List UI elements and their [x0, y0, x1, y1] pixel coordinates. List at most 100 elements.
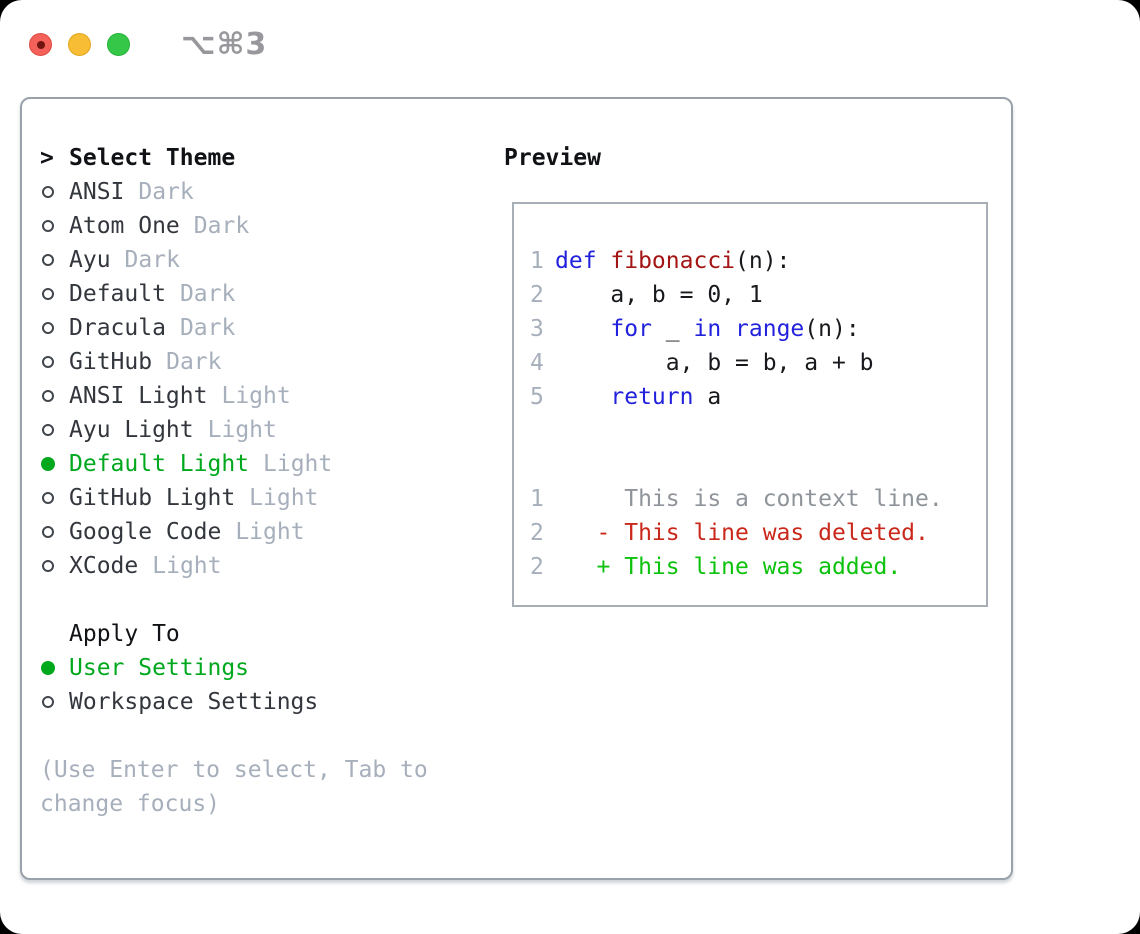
code-token: in: [693, 316, 722, 342]
radio-unselected-icon: [40, 220, 56, 232]
theme-variant-label: Light: [152, 553, 222, 579]
theme-name: ANSI: [69, 179, 125, 205]
theme-name: XCode: [69, 553, 139, 579]
spacer: [40, 583, 480, 617]
theme-variant-label: Light: [263, 451, 333, 477]
radio-unselected-icon: [40, 186, 56, 198]
code-token: [721, 312, 735, 346]
theme-name: GitHub: [69, 349, 153, 375]
radio-unselected-icon: [40, 254, 56, 266]
apply-option-user-settings[interactable]: User Settings: [40, 651, 480, 685]
window-shortcut-label: ⌥⌘3: [181, 27, 268, 62]
diff-text: + This line was added.: [555, 554, 902, 580]
radio-unselected-icon: [40, 288, 56, 300]
zoom-button[interactable]: [107, 33, 130, 56]
code-token: [555, 312, 610, 346]
theme-name: Default Light: [69, 451, 250, 477]
theme-variant-label: Dark: [138, 179, 194, 205]
apply-option-label: Workspace Settings: [69, 689, 319, 715]
theme-name: Atom One: [69, 213, 180, 239]
theme-option-default-light-light[interactable]: Default Light Light: [40, 447, 480, 481]
theme-option-ansi-light-light[interactable]: ANSI Light Light: [40, 379, 480, 413]
code-token: a: [693, 384, 722, 410]
line-number: 2: [530, 520, 544, 546]
radio-unselected-icon: [40, 390, 56, 402]
theme-name: Ayu Light: [69, 417, 194, 443]
theme-option-xcode-light[interactable]: XCode Light: [40, 549, 480, 583]
window-titlebar: ⌥⌘3: [29, 27, 267, 62]
theme-variant-label: Dark: [124, 247, 180, 273]
code-token: (n):: [804, 316, 860, 342]
theme-variant-label: Light: [221, 383, 291, 409]
theme-variant-label: Dark: [193, 213, 250, 239]
code-line: 5 return a: [530, 380, 943, 414]
code-line: 3 for _ in range(n):: [530, 312, 943, 346]
line-number: 3: [530, 316, 544, 342]
apply-to-title: Apply To: [69, 621, 180, 647]
line-number: 2: [530, 554, 544, 580]
theme-option-github-light-light[interactable]: GitHub Light Light: [40, 481, 480, 515]
diff-line-deleted: 2 - This line was deleted.: [530, 516, 943, 550]
code-token: fibonacci: [610, 248, 736, 274]
code-line: 4 a, b = b, a + b: [530, 346, 943, 380]
theme-name: GitHub Light: [69, 485, 236, 511]
close-dot-icon: [37, 41, 45, 49]
apply-option-label: User Settings: [69, 655, 250, 681]
help-text: (Use Enter to select, Tab to change focu…: [40, 757, 428, 817]
code-token: for: [610, 316, 652, 342]
radio-selected-icon: [40, 661, 56, 675]
diff-line-context: 1 This is a context line.: [530, 482, 943, 516]
radio-unselected-icon: [40, 492, 56, 504]
radio-unselected-icon: [40, 560, 56, 572]
preview-title: Preview: [504, 145, 601, 171]
radio-unselected-icon: [40, 356, 56, 368]
minimize-button[interactable]: [68, 33, 91, 56]
theme-option-dracula-dark[interactable]: Dracula Dark: [40, 311, 480, 345]
theme-variant-label: Light: [235, 519, 305, 545]
theme-name: Google Code: [69, 519, 222, 545]
theme-name: Dracula: [69, 315, 166, 341]
code-token: a, b = b, a + b: [555, 350, 874, 376]
blank-line: [530, 414, 943, 482]
code-token: range: [735, 316, 805, 342]
line-number: 1: [530, 486, 544, 512]
code-token: [555, 380, 610, 414]
theme-name: ANSI Light: [69, 383, 208, 409]
close-button[interactable]: [29, 33, 52, 56]
code-token: _: [651, 316, 694, 342]
apply-option-workspace-settings[interactable]: Workspace Settings: [40, 685, 480, 719]
theme-option-atom-one-dark[interactable]: Atom One Dark: [40, 209, 480, 243]
radio-unselected-icon: [40, 424, 56, 436]
theme-name: Default: [69, 281, 166, 307]
theme-variant-label: Dark: [179, 315, 236, 341]
code-token: a, b = 0, 1: [555, 282, 763, 308]
theme-option-ansi-dark[interactable]: ANSI Dark: [40, 175, 480, 209]
theme-variant-label: Light: [249, 485, 319, 511]
code-token: return: [610, 384, 694, 410]
line-number: 4: [530, 350, 544, 376]
theme-option-default-dark[interactable]: Default Dark: [40, 277, 480, 311]
theme-option-google-code-light[interactable]: Google Code Light: [40, 515, 480, 549]
line-number: 5: [530, 384, 544, 410]
code-token: (n):: [735, 248, 791, 274]
line-number: 1: [530, 248, 544, 274]
radio-selected-icon: [40, 457, 56, 471]
code-token: def: [555, 248, 611, 274]
spacer: [40, 719, 480, 753]
theme-option-ayu-light-light[interactable]: Ayu Light Light: [40, 413, 480, 447]
theme-variant-label: Light: [207, 417, 277, 443]
code-line: 2 a, b = 0, 1: [530, 278, 943, 312]
radio-unselected-icon: [40, 696, 56, 708]
theme-variant-label: Dark: [179, 281, 236, 307]
radio-unselected-icon: [40, 526, 56, 538]
apply-to-header: Apply To: [40, 617, 480, 651]
